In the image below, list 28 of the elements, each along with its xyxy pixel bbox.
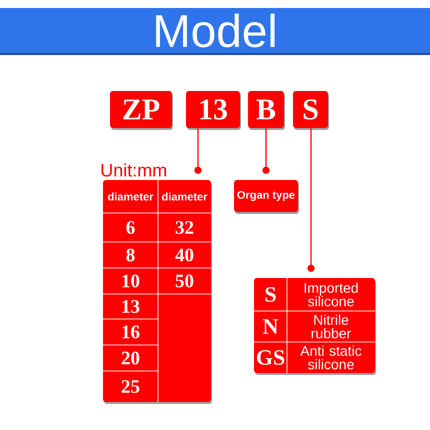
size-value: 32 (176, 221, 194, 234)
size-value: 40 (175, 248, 194, 262)
column-header: diameter (108, 192, 154, 201)
code-box: B (248, 91, 285, 130)
code-box: ZP (110, 91, 173, 130)
size-value: 6 (126, 221, 135, 234)
unit-label: Unit:mm (102, 163, 166, 177)
leader-line (194, 128, 202, 174)
leader-line (307, 128, 315, 272)
code-box: S (293, 91, 329, 130)
size-value: 25 (122, 380, 140, 393)
title-banner: Model (0, 8, 430, 55)
size-value: 50 (176, 274, 194, 288)
material-name: Anti static silicone (300, 346, 362, 370)
code-box: 13 (186, 91, 241, 130)
type-box: Organ type (234, 180, 299, 214)
size-value: 10 (122, 274, 140, 288)
material-code: GS (256, 350, 284, 365)
material-name: Imported silicone (304, 282, 358, 306)
size-value: 8 (126, 248, 135, 262)
column-header: diameter (162, 192, 208, 201)
material-name: Nitrile rubber (312, 314, 351, 338)
material-code: S (266, 287, 276, 302)
size-value: 20 (122, 352, 140, 364)
size-value: 13 (122, 300, 140, 313)
size-value: 16 (122, 326, 140, 338)
material-code: N (262, 319, 278, 334)
leader-line (262, 128, 270, 174)
